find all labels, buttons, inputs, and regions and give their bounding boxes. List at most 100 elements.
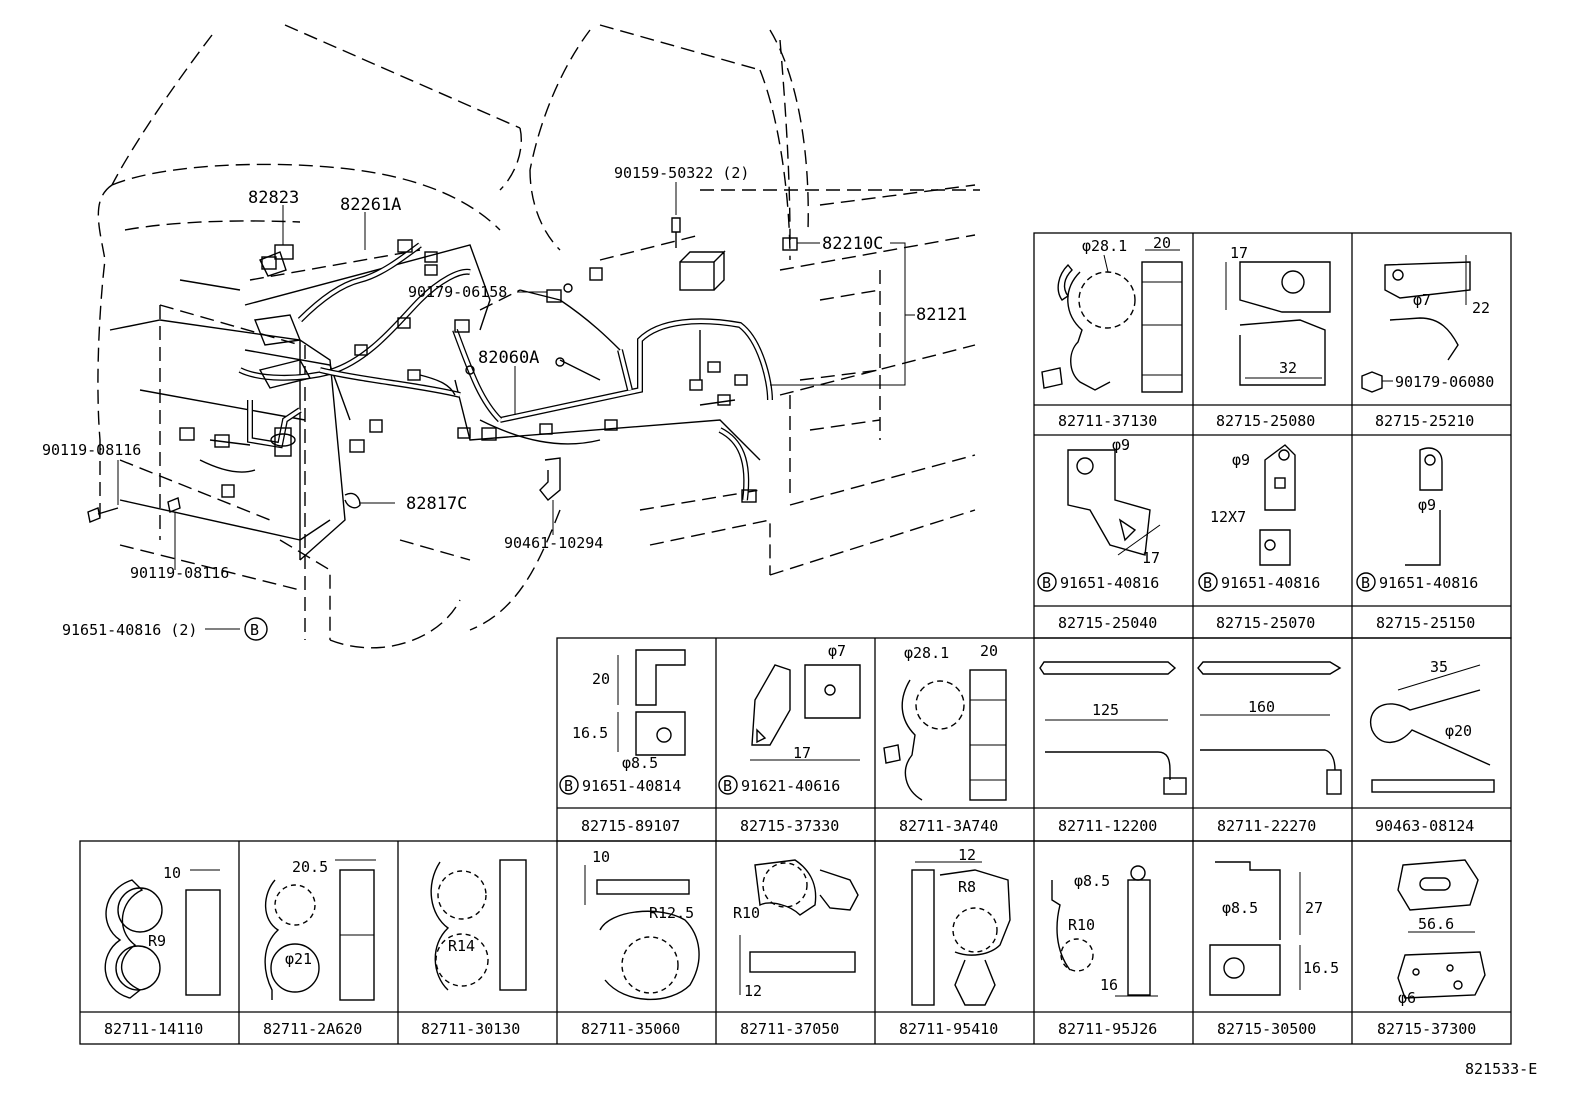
svg-text:B: B: [1042, 574, 1051, 592]
part-82715-25150: 82715-25150: [1376, 614, 1475, 632]
part-82715-37300: 82715-37300: [1377, 1020, 1476, 1038]
dim-phi8-5-s: φ8.5: [1074, 872, 1110, 890]
svg-text:B: B: [1203, 574, 1212, 592]
cell-82715-30500: φ8.5 27 16.5 82715-30500: [1209, 861, 1339, 1038]
dim-phi9-f: φ9: [1418, 496, 1436, 514]
dim-phi7-h: φ7: [828, 642, 846, 660]
dim-17-d: 17: [1142, 549, 1160, 567]
dim-r8-r: R8: [958, 878, 976, 896]
dim-12x7-e: 12X7: [1210, 508, 1246, 526]
dim-10-m: 10: [163, 864, 181, 882]
part-82715-25080: 82715-25080: [1216, 412, 1315, 430]
dim-12-r: 12: [958, 846, 976, 864]
dim-r14-o: R14: [448, 937, 475, 955]
dim-phi9-d: φ9: [1112, 436, 1130, 454]
part-82715-25040: 82715-25040: [1058, 614, 1157, 632]
part-82711-2a620: 82711-2A620: [263, 1020, 362, 1038]
cell-82715-25070: φ9 12X7 B 91651-40816 82715-25070: [1198, 444, 1320, 632]
dim-20-g: 20: [592, 670, 610, 688]
part-82711-37130: 82711-37130: [1058, 412, 1157, 430]
cell-82711-22270: 160 82711-22270: [1197, 661, 1342, 835]
part-82715-25070: 82715-25070: [1216, 614, 1315, 632]
part-82711-14110: 82711-14110: [104, 1020, 203, 1038]
cell-82711-37050: R10 12 82711-37050: [733, 859, 859, 1038]
figure-id: 821533-E: [1465, 1060, 1537, 1078]
dim-35-l: 35: [1430, 658, 1448, 676]
dim-phi8-5-g: φ8.5: [622, 754, 658, 772]
cell-82715-25040: φ9 17 B 91651-40816 82715-25040: [1037, 436, 1161, 632]
part-82711-3a740: 82711-3A740: [899, 817, 998, 835]
cell-82711-12200: 125 82711-12200: [1039, 661, 1187, 835]
part-82711-95j26: 82711-95J26: [1058, 1020, 1157, 1038]
callout-91651: 91651-40816 (2): [62, 621, 197, 639]
bolt-91651-40816-d: 91651-40816: [1060, 574, 1159, 592]
b-icon-h: [718, 775, 738, 795]
cell-82711-95410: 12 R8 82711-95410: [899, 846, 1011, 1038]
cell-82715-89107: 20 16.5 φ8.5 B 91651-40814 82715-89107: [559, 649, 686, 835]
callout-82210c: 82210C: [822, 234, 883, 254]
dim-phi7-c: φ7: [1413, 291, 1431, 309]
callout-90179: 90179-06158: [408, 283, 507, 301]
dim-phi28-i: φ28.1: [904, 644, 949, 662]
dim-phi28-a: φ28.1: [1082, 237, 1127, 255]
callout-82060a: 82060A: [478, 348, 539, 368]
part-82711-22270: 82711-22270: [1217, 817, 1316, 835]
dim-phi9-e: φ9: [1232, 451, 1250, 469]
cell-82711-14110: 10 R9 82711-14110: [104, 864, 221, 1038]
bolt-91651-40814: 91651-40814: [582, 777, 681, 795]
dim-r9-m: R9: [148, 932, 166, 950]
dim-17-h: 17: [793, 744, 811, 762]
dim-16-5-t: 16.5: [1303, 959, 1339, 977]
cell-82715-37330: φ7 17 B 91621-40616 82715-37330: [718, 642, 861, 835]
cell-82715-25210: φ7 22 90179-06080 82715-25210: [1361, 255, 1494, 430]
b-marker-label: B: [250, 621, 259, 639]
dim-22-c: 22: [1472, 299, 1490, 317]
dim-16-s: 16: [1100, 976, 1118, 994]
bolt-90179-06080: 90179-06080: [1395, 373, 1494, 391]
b-marker-icon: [244, 617, 268, 641]
dim-160-k: 160: [1248, 698, 1275, 716]
cell-82711-35060: 10 R12.5 82711-35060: [581, 848, 700, 1038]
dim-56-6-u: 56.6: [1418, 915, 1454, 933]
dim-17-b: 17: [1230, 244, 1248, 262]
dim-10-p: 10: [592, 848, 610, 866]
callout-82121: 82121: [916, 305, 967, 325]
cell-82711-3a740: φ28.1 20 82711-3A740: [883, 642, 1007, 835]
cell-82715-37300: 56.6 φ6 82715-37300: [1377, 859, 1486, 1038]
cell-90463-08124: 35 φ20 90463-08124: [1369, 658, 1495, 835]
b-icon-g: [559, 775, 579, 795]
b-icon-d: [1037, 572, 1057, 592]
dim-16-5-g: 16.5: [572, 724, 608, 742]
svg-text:B: B: [1361, 574, 1370, 592]
bolt-91651-40816-f: 91651-40816: [1379, 574, 1478, 592]
cell-82715-25080: 17 32 82715-25080: [1216, 244, 1331, 430]
vehicle-outline: [97, 24, 980, 649]
cell-82711-37130: φ28.1 20 82711-37130: [1041, 234, 1183, 430]
part-82715-25210: 82715-25210: [1375, 412, 1474, 430]
part-82715-37330: 82715-37330: [740, 817, 839, 835]
dim-phi6-u: φ6: [1398, 989, 1416, 1007]
bolt-91621-40616: 91621-40616: [741, 777, 840, 795]
leader-lines: [117, 182, 915, 630]
cell-82711-95j26: φ8.5 R10 16 82711-95J26: [1051, 865, 1158, 1038]
callout-90119-left: 90119-08116: [42, 441, 141, 459]
part-82711-30130: 82711-30130: [421, 1020, 520, 1038]
part-82711-12200: 82711-12200: [1058, 817, 1157, 835]
b-icon-e: [1198, 572, 1218, 592]
part-90463-08124: 90463-08124: [1375, 817, 1474, 835]
part-82711-37050: 82711-37050: [740, 1020, 839, 1038]
callout-labels: 82823 82261A 90159-50322 (2) 82210C 9017…: [42, 164, 967, 641]
part-82715-30500: 82715-30500: [1217, 1020, 1316, 1038]
dim-r10-q: R10: [733, 904, 760, 922]
part-82711-95410: 82711-95410: [899, 1020, 998, 1038]
b-icon-f: [1356, 572, 1376, 592]
cell-82715-25150: φ9 B 91651-40816 82715-25150: [1356, 447, 1478, 632]
dim-32-b: 32: [1279, 359, 1297, 377]
dim-r12-5-p: R12.5: [649, 904, 694, 922]
bolt-91651-40816-e: 91651-40816: [1221, 574, 1320, 592]
dim-20-a: 20: [1153, 234, 1171, 252]
dim-20-5-n: 20.5: [292, 858, 328, 876]
parts-grid: [79, 232, 1512, 1045]
